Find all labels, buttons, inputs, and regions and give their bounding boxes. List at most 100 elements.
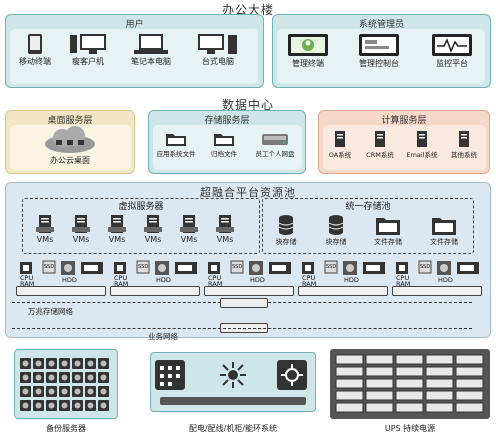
vm-label: VMs xyxy=(72,235,90,244)
storage-pool-title: 统一存储池 xyxy=(345,202,391,212)
oa-system: OA系统 xyxy=(322,130,358,159)
vm-item: VMs xyxy=(174,214,204,244)
monitor-icon xyxy=(432,34,472,56)
cabinet-bar xyxy=(160,397,306,405)
cpu-icon xyxy=(396,262,408,274)
cloud-desktop: 办公云桌面 xyxy=(20,126,120,166)
vm-server-icon xyxy=(216,215,234,233)
ram-label: RAM xyxy=(114,280,129,288)
wiring-icon xyxy=(218,360,248,390)
storage-pool-box xyxy=(262,198,474,254)
compute-item-label: 其他系统 xyxy=(451,151,477,159)
laptop-icon xyxy=(134,34,168,54)
business-network-line xyxy=(12,328,472,329)
archive-files: 归档文件 xyxy=(204,131,244,158)
file-storage-icon xyxy=(376,218,400,235)
ups-battery-grid xyxy=(334,353,486,415)
compute-item-label: Email系统 xyxy=(406,151,438,159)
virtual-server-box xyxy=(22,198,260,254)
server-icon xyxy=(335,131,345,147)
storage-item-label: 归档文件 xyxy=(211,150,237,158)
hdd-icon xyxy=(155,261,169,275)
hdd-icon xyxy=(343,261,357,275)
hdd-label: HDD xyxy=(438,276,453,284)
hdd-label: HDD xyxy=(250,276,265,284)
vm-server-icon xyxy=(144,215,162,233)
block-storage-item: 块存储 xyxy=(266,214,306,247)
nic-icon xyxy=(269,262,291,274)
nic-icon xyxy=(457,262,479,274)
admin-title: 系统管理员 xyxy=(358,20,404,30)
ssd-label: SSD xyxy=(232,264,243,270)
vm-label: VMs xyxy=(36,235,54,244)
ssd-label: SSD xyxy=(138,264,149,270)
admin-terminal-icon xyxy=(288,34,328,56)
hdd-label: HDD xyxy=(62,276,77,284)
ssd-label: SSD xyxy=(44,264,55,270)
device-label: 管理控制台 xyxy=(359,59,399,68)
storage-label: 文件存储 xyxy=(430,238,458,246)
admin-terminal-device: 管理终端 xyxy=(278,33,338,69)
vm-item: VMs xyxy=(210,214,240,244)
ram-label: RAM xyxy=(20,280,35,288)
environment-icon xyxy=(277,360,307,390)
storage-label: 文件存储 xyxy=(374,238,402,246)
tablet-device: 移动终端 xyxy=(10,33,60,67)
device-label: 移动终端 xyxy=(19,57,51,66)
cpu-label: CPU xyxy=(396,274,410,282)
console-device: 管理控制台 xyxy=(346,33,412,69)
vm-label: VMs xyxy=(216,235,234,244)
desktop-device: 台式电脑 xyxy=(188,33,248,67)
server-icon xyxy=(375,131,385,147)
storage-layer-title: 存储服务层 xyxy=(204,116,250,126)
storage-item-label: 应用系统文件 xyxy=(156,150,196,158)
nic-icon xyxy=(81,262,103,274)
console-icon xyxy=(359,34,399,56)
device-label: 监控平台 xyxy=(436,59,468,68)
ssd-icon xyxy=(324,260,338,274)
users-title: 用户 xyxy=(125,20,144,30)
cpu-label: CPU xyxy=(114,274,128,282)
hdd-label: HDD xyxy=(344,276,359,284)
block-storage-icon xyxy=(278,215,294,235)
desktop-layer-title: 桌面服务层 xyxy=(47,116,93,126)
nic-icon xyxy=(363,262,385,274)
vm-item: VMs xyxy=(66,214,96,244)
ssd-label: SSD xyxy=(420,264,431,270)
tablet-icon xyxy=(28,34,42,54)
cpu-label: CPU xyxy=(20,274,34,282)
cpu-icon xyxy=(208,262,220,274)
vm-item: VMs xyxy=(30,214,60,244)
virtual-server-title: 虚拟服务器 xyxy=(118,202,164,212)
compute-layer-title: 计算服务层 xyxy=(381,116,427,126)
vm-server-icon xyxy=(180,215,198,233)
node-chassis xyxy=(204,286,294,296)
other-systems: 其他系统 xyxy=(444,130,484,159)
device-label: 笔记本电脑 xyxy=(131,57,171,66)
vm-server-icon xyxy=(72,215,90,233)
vm-label: VMs xyxy=(180,235,198,244)
thin-client-device: 瘦客户机 xyxy=(62,33,114,67)
vm-item: VMs xyxy=(102,214,132,244)
ram-label: RAM xyxy=(208,280,223,288)
personal-drive: 员工个人网盘 xyxy=(246,131,304,158)
distribution-icon xyxy=(155,360,185,390)
hdd-icon xyxy=(437,261,451,275)
ssd-label: SSD xyxy=(326,264,337,270)
block-storage-item: 块存储 xyxy=(316,214,356,247)
file-storage-item: 文件存储 xyxy=(422,214,466,247)
hdd-icon xyxy=(61,261,75,275)
ssd-icon xyxy=(42,260,56,274)
cpu-label: CPU xyxy=(302,274,316,282)
email-system: Email系统 xyxy=(400,130,444,159)
facility-label: 配电/配线/机柜/能环系统 xyxy=(188,424,278,433)
monitor-device: 监控平台 xyxy=(422,33,482,69)
business-network-label: 业务网络 xyxy=(148,332,178,341)
vm-label: VMs xyxy=(108,235,126,244)
office-building-title: 办公大楼 xyxy=(221,3,274,17)
resource-pool-title: 超融合平台资源池 xyxy=(200,186,296,199)
folder-icon xyxy=(166,134,186,146)
